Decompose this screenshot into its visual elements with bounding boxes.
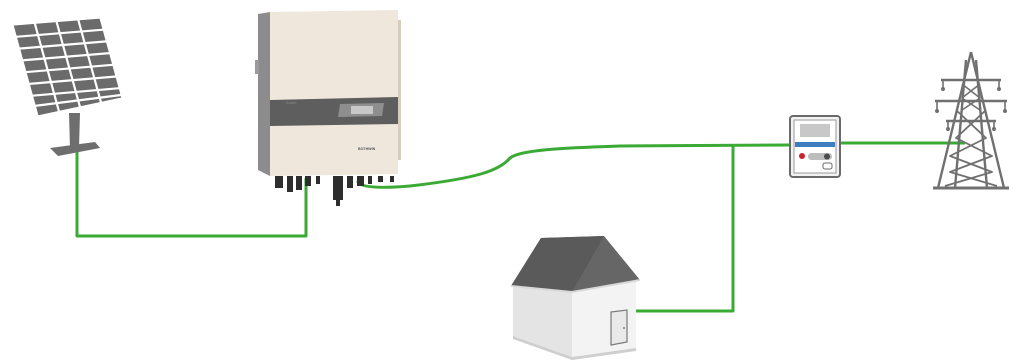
inverter-body [270,10,398,176]
panel-stand-base [50,142,100,156]
solar-panel-icon [12,17,123,156]
inverter-side [258,12,270,176]
inverter-icon: SolaX BOTHWIN [255,10,401,206]
meter-blue-bar [795,142,835,147]
wire-inverter-to-meter [356,143,792,189]
meter-red-dot [799,153,805,159]
panel-stand-pole [69,113,80,148]
inverter-connectors [275,176,394,206]
house-door [610,309,628,346]
inverter-brand-text: SolaX [286,100,297,105]
energy-meter-icon [789,115,841,178]
meter-display [800,124,830,137]
wiring [75,141,965,313]
wire-house-branch [636,146,735,313]
wire-panel-to-inverter [75,148,308,238]
inverter-logo-text: BOTHWIN [358,147,376,151]
panel-grid [15,19,122,112]
house-icon [510,236,641,360]
transmission-tower-icon [933,51,1009,190]
